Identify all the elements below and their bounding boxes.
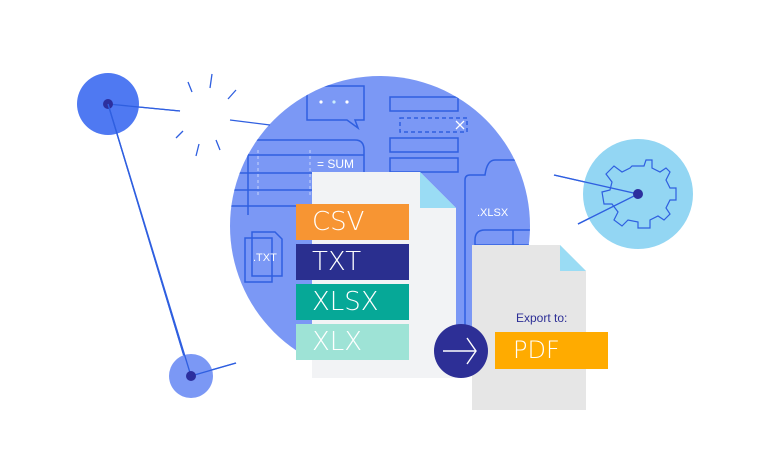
format-xlsx: XLSX: [296, 284, 409, 320]
format-txt: TXT: [296, 244, 409, 280]
export-target-pdf: PDF: [495, 332, 608, 369]
txt-doc-label: .TXT: [253, 252, 277, 264]
export-caption: Export to:: [516, 311, 568, 325]
xlsx-doc-label: .XLSX: [477, 207, 509, 219]
format-xlx: XLX: [296, 324, 409, 360]
format-csv: CSV: [296, 204, 409, 240]
chat-bubble-icon: [306, 85, 365, 131]
formula-label: = SUM: [317, 157, 355, 171]
arrow-right-icon: [443, 337, 477, 365]
